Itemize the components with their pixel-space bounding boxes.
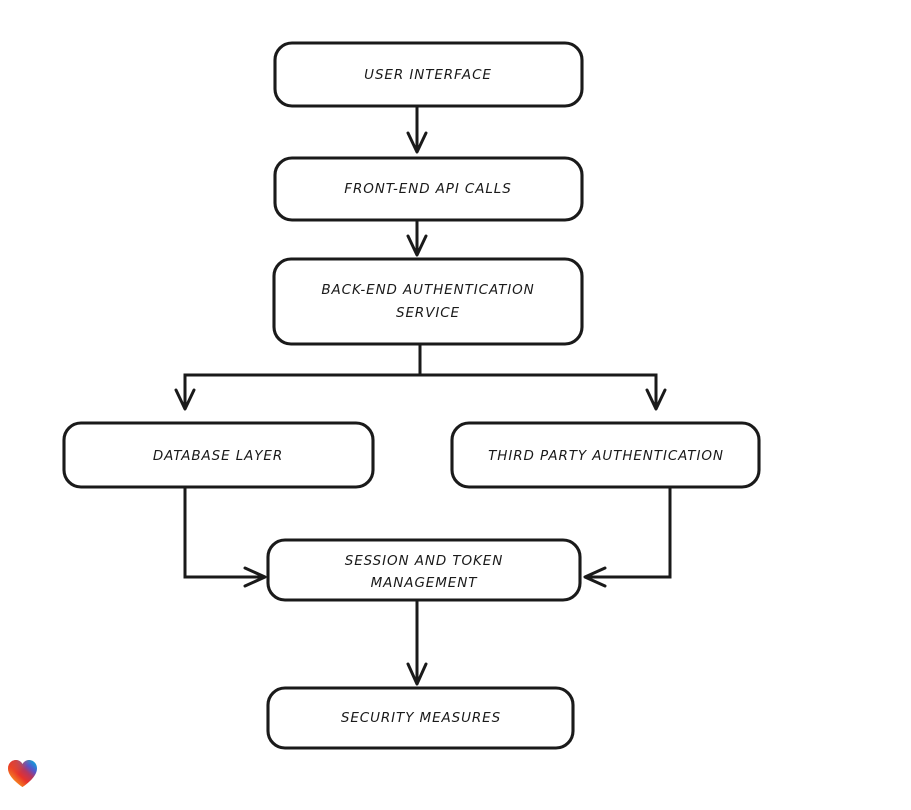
node-back-end-authentication-service[interactable]: BACK-END AUTHENTICATION SERVICE: [272, 257, 584, 346]
heart-shape-overlay: [8, 759, 37, 788]
edge-backend-to-thirdparty: [645, 388, 667, 411]
edge-api-to-backend: [406, 218, 428, 257]
node-front-end-api-calls[interactable]: FRONT-END API CALLS: [273, 156, 584, 222]
edge-backend-to-database: [174, 388, 196, 411]
node-back-end-authentication-service-label-line2: SERVICE: [396, 305, 460, 321]
node-back-end-authentication-service-box[interactable]: [272, 257, 584, 346]
heart-icon: [8, 759, 37, 788]
node-database-layer-box[interactable]: [62, 421, 375, 489]
node-back-end-authentication-service-label-line1: BACK-END AUTHENTICATION: [321, 282, 534, 298]
edge-database-to-session: [183, 485, 267, 588]
node-front-end-api-calls-box[interactable]: [273, 156, 584, 222]
node-database-layer-label: DATABASE LAYER: [153, 448, 283, 464]
node-session-and-token-management-box[interactable]: [266, 538, 582, 602]
node-user-interface-box[interactable]: [273, 41, 584, 108]
node-user-interface[interactable]: USER INTERFACE: [273, 41, 584, 108]
edge-thirdparty-to-session: [583, 485, 672, 588]
node-security-measures[interactable]: SECURITY MEASURES: [266, 686, 575, 750]
edge-session-to-security: [406, 598, 428, 686]
node-security-measures-box[interactable]: [266, 686, 575, 750]
edge-ui-to-api: [406, 104, 428, 154]
node-session-and-token-management-label-line1: SESSION AND TOKEN: [345, 553, 503, 569]
edge-backend-split-bus: [183, 342, 658, 406]
node-third-party-authentication[interactable]: THIRD PARTY AUTHENTICATION: [450, 421, 761, 489]
node-third-party-authentication-box[interactable]: [450, 421, 761, 489]
node-security-measures-label: SECURITY MEASURES: [341, 710, 501, 726]
node-session-and-token-management-label-line2: MANAGEMENT: [371, 575, 479, 591]
node-front-end-api-calls-label: FRONT-END API CALLS: [344, 181, 511, 197]
node-third-party-authentication-label: THIRD PARTY AUTHENTICATION: [488, 448, 724, 464]
node-database-layer[interactable]: DATABASE LAYER: [62, 421, 375, 489]
node-session-and-token-management[interactable]: SESSION AND TOKEN MANAGEMENT: [266, 538, 582, 602]
node-user-interface-label: USER INTERFACE: [364, 67, 492, 83]
